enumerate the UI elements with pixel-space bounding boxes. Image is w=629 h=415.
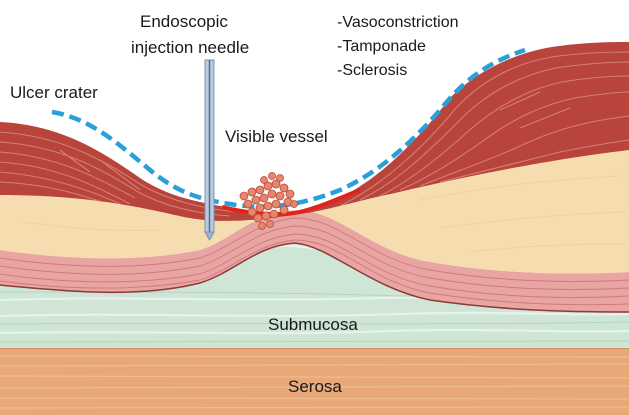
- visible-vessel-label: Visible vessel: [225, 127, 328, 146]
- mechanism-item: -Vasoconstriction: [337, 14, 459, 31]
- mechanism-item: -Sclerosis: [337, 62, 407, 79]
- injection-needle: [205, 60, 214, 240]
- submucosa-label: Submucosa: [268, 315, 358, 334]
- ulcer-crater-label: Ulcer crater: [10, 83, 98, 102]
- mechanism-item: -Tamponade: [337, 38, 426, 55]
- serosa-label: Serosa: [288, 377, 342, 396]
- needle-label-line2: injection needle: [131, 38, 249, 57]
- needle-label-line1: Endoscopic: [140, 12, 228, 31]
